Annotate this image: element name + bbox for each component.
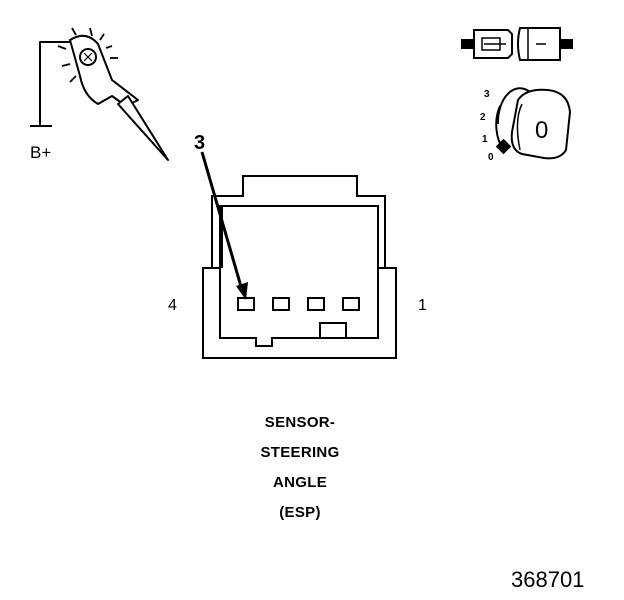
caption-line-1: SENSOR- bbox=[264, 414, 336, 431]
ignition-key-head bbox=[510, 88, 572, 160]
probe-needle bbox=[117, 95, 169, 161]
ignition-position-0: 0 bbox=[488, 152, 494, 163]
ignition-key-label: 0 bbox=[535, 117, 548, 144]
caption-line-2: STEERING bbox=[260, 444, 340, 461]
probe-lead-wire bbox=[39, 41, 72, 126]
key-position-marker bbox=[495, 138, 512, 155]
supply-label: B+ bbox=[30, 143, 51, 162]
ignition-position-2: 2 bbox=[480, 112, 486, 123]
callout-arrow bbox=[200, 151, 248, 300]
ignition-switch-body bbox=[496, 87, 531, 125]
ignition-key-icon bbox=[495, 87, 572, 160]
wire-stub-right bbox=[559, 39, 573, 49]
connector-face bbox=[202, 175, 397, 359]
test-lamp-probe bbox=[30, 27, 169, 161]
terminal-cavity-3 bbox=[272, 297, 290, 311]
connector-disconnect-icon bbox=[461, 27, 573, 61]
connector-inner-housing bbox=[219, 205, 379, 347]
terminal-cavity-1 bbox=[342, 297, 360, 311]
terminal-cavity-2 bbox=[307, 297, 325, 311]
caption-line-4: (ESP) bbox=[279, 504, 321, 521]
ignition-position-1: 1 bbox=[482, 134, 488, 145]
wire-stub-left bbox=[461, 39, 475, 49]
pin-label-left: 4 bbox=[168, 297, 177, 314]
pin-label-right: 1 bbox=[418, 297, 427, 314]
figure-number: 368701 bbox=[511, 567, 584, 592]
caption-line-3: ANGLE bbox=[273, 474, 327, 491]
connector-key-slot bbox=[319, 322, 347, 339]
ignition-position-3: 3 bbox=[484, 89, 490, 100]
callout-terminal-number: 3 bbox=[194, 132, 205, 154]
lamp-light-rays bbox=[57, 27, 118, 83]
